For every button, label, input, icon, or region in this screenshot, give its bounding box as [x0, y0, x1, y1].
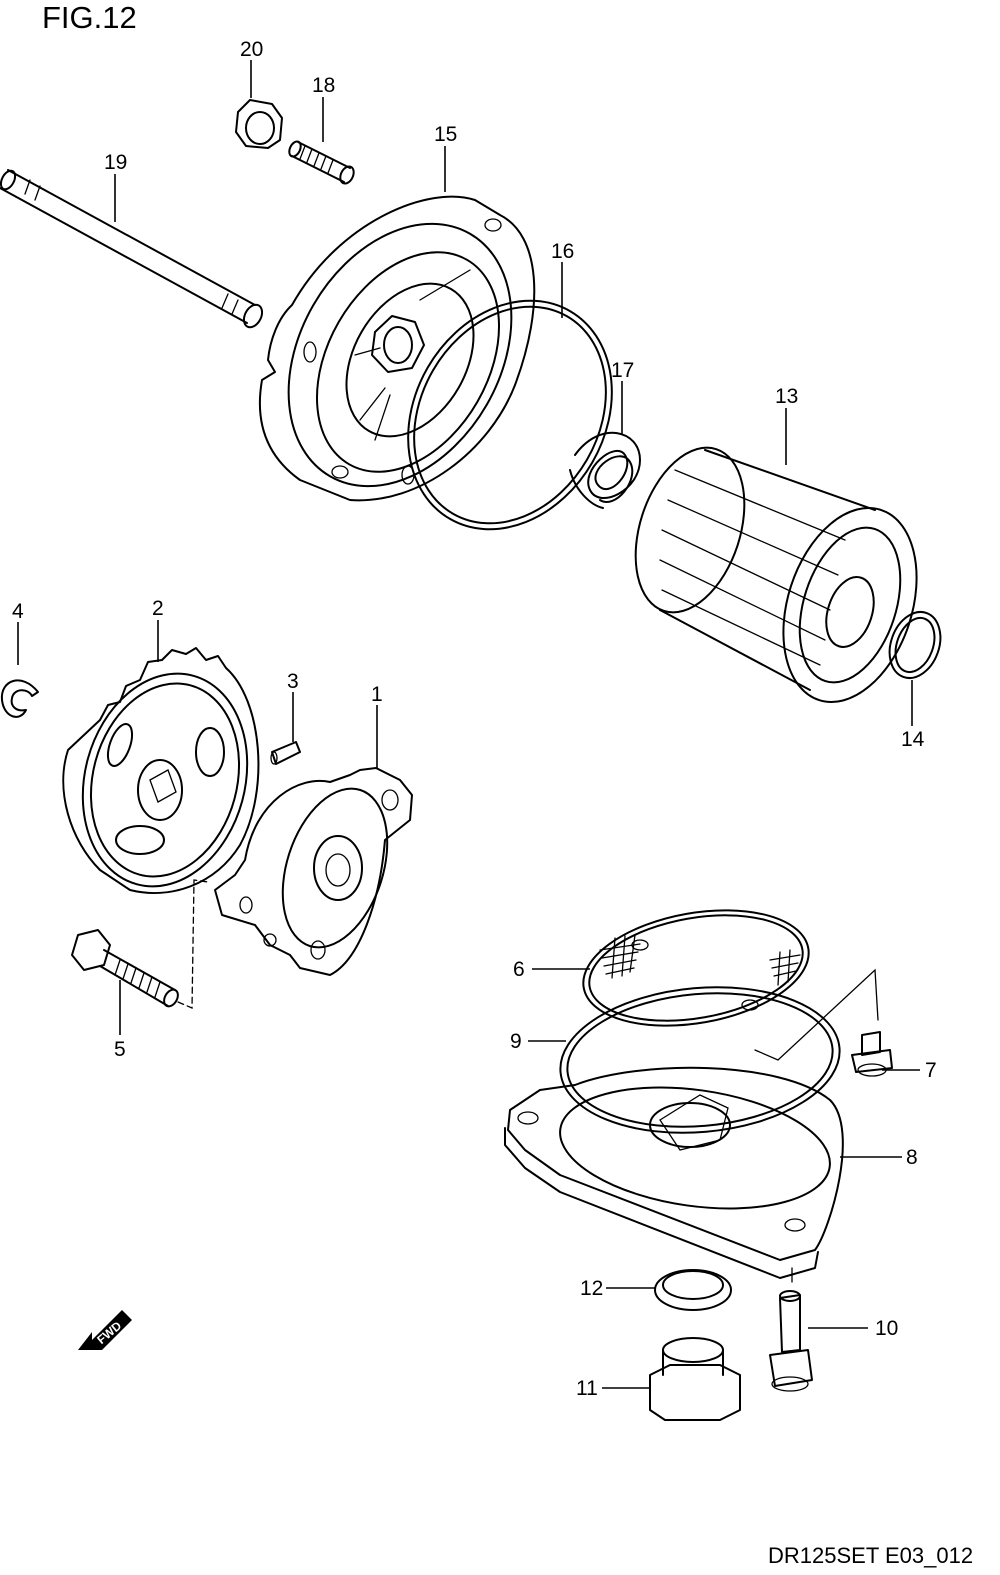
part-14-o-ring	[888, 611, 942, 679]
part-1-oil-pump	[214, 767, 413, 976]
part-19-shaft	[0, 169, 264, 329]
callout-6: 6	[513, 958, 525, 981]
callout-9: 9	[510, 1030, 522, 1053]
part-16-o-ring	[407, 299, 613, 531]
callout-10: 10	[875, 1317, 898, 1340]
part-15-filter-cap	[258, 195, 536, 502]
part-20-nut	[235, 99, 283, 149]
part-13-oil-filter	[634, 446, 918, 704]
callout-5: 5	[114, 1038, 126, 1061]
callout-1: 1	[371, 683, 383, 706]
callout-16: 16	[551, 240, 574, 263]
callout-7: 7	[925, 1059, 937, 1082]
part-5-bolt	[71, 879, 209, 1009]
callout-12: 12	[580, 1277, 603, 1300]
part-4-circlip	[0, 679, 39, 718]
callout-2: 2	[152, 597, 164, 620]
leader-lines	[17, 60, 920, 1389]
part-2-oil-pump-gear	[62, 647, 260, 894]
callout-19: 19	[104, 151, 127, 174]
part-3-pin	[270, 741, 301, 765]
figure-code: DR125SET E03_012	[768, 1543, 973, 1568]
figure-title: FIG.12	[42, 0, 137, 35]
fwd-arrow-icon: FWD	[78, 1310, 132, 1350]
part-11-drain-plug	[649, 1337, 741, 1421]
callout-4: 4	[12, 600, 24, 623]
callout-15: 15	[434, 123, 457, 146]
callout-11: 11	[576, 1377, 598, 1400]
part-8-strainer-cover	[504, 968, 879, 1279]
callout-labels: 20 18 15 19 16 17 13 14 4 2 3 1 5 6 9 7 …	[12, 38, 937, 1400]
callout-3: 3	[287, 670, 299, 693]
part-18-stud	[288, 140, 355, 185]
part-12-washer	[654, 1269, 732, 1311]
callout-20: 20	[240, 38, 263, 61]
callout-18: 18	[312, 74, 335, 97]
part-9-gasket	[559, 986, 841, 1134]
part-17-spring	[569, 431, 641, 509]
callout-8: 8	[906, 1146, 918, 1169]
callout-13: 13	[775, 385, 798, 408]
callout-14: 14	[901, 728, 925, 751]
part-6-oil-strainer	[582, 909, 810, 1027]
part-10-bolt	[769, 1267, 813, 1392]
callout-17: 17	[611, 359, 634, 382]
